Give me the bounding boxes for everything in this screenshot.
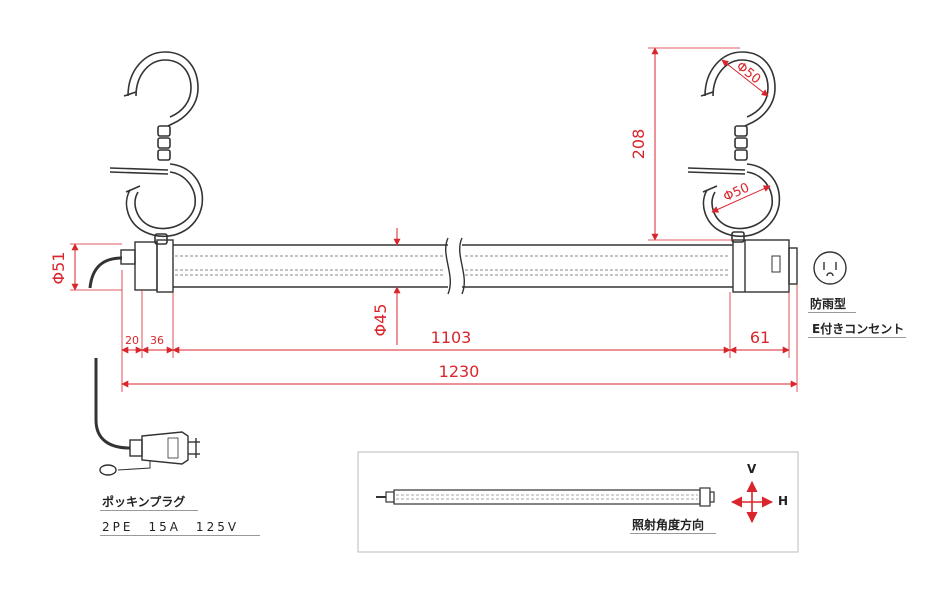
dim-20: 20 [125,334,139,347]
plug-icon [94,358,200,476]
outlet-label: E付きコンセント [812,322,905,336]
left-hook-assembly [109,51,204,245]
axis-v-label: V [747,462,757,476]
outlet-icon [813,251,847,285]
dim-1103: 1103 [431,328,472,347]
mini-tube-icon [376,487,715,507]
dim-36: 36 [150,334,164,347]
dim-phi45: Φ45 [371,304,390,337]
dim-phi50-upper: Φ50 [733,59,763,87]
tube-body [88,237,798,295]
beam-direction-label: 照射角度方向 [632,518,705,532]
dim-phi51: Φ51 [49,252,68,285]
dim-208: 208 [629,129,648,160]
waterproof-label: 防雨型 [810,297,847,311]
plug-name-label: ポッキンプラグ [102,495,186,509]
dim-1230: 1230 [439,362,480,381]
beam-direction-panel [357,451,799,553]
axis-h-label: H [778,494,789,508]
right-hook-assembly [687,51,781,243]
dim-61: 61 [750,328,770,347]
direction-arrows-icon [730,480,774,524]
plug-spec-label: 2PE 15A 125V [102,520,240,534]
dimension-lines [70,47,798,392]
